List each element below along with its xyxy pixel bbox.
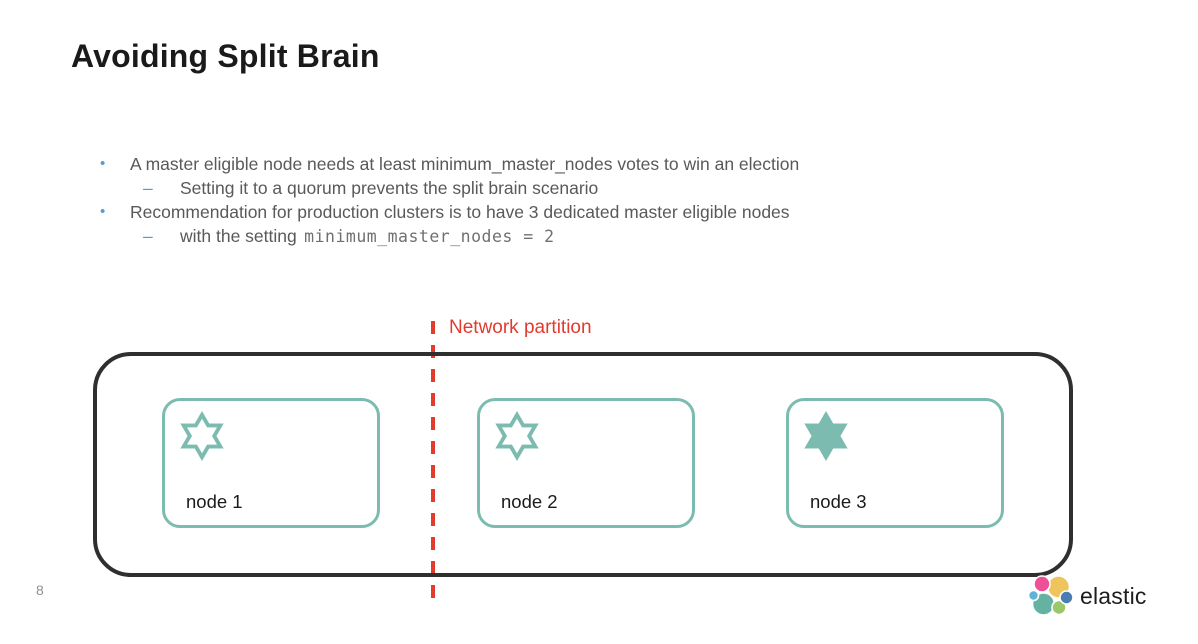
node-label: node 1 — [186, 491, 243, 512]
node-box-2: node 2 — [477, 398, 695, 528]
network-partition-label: Network partition — [449, 317, 592, 338]
bullet-text: A master eligible node needs at least mi… — [130, 154, 800, 174]
dash-icon: – — [143, 226, 153, 246]
master-star-icon — [804, 411, 848, 461]
elastic-logo-icon — [1028, 575, 1074, 616]
dash-icon: – — [143, 178, 153, 198]
node-label: node 3 — [810, 491, 867, 512]
sub-bullet-text: Setting it to a quorum prevents the spli… — [180, 178, 599, 198]
bullet-text: Recommendation for production clusters i… — [130, 202, 790, 222]
sub-bullet-text: with the setting — [180, 226, 297, 246]
slide-title: Avoiding Split Brain — [71, 38, 380, 74]
bullet-icon: • — [100, 203, 106, 220]
elastic-logo: elastic — [1028, 575, 1147, 617]
master-star-icon — [180, 411, 224, 461]
sub-bullet-item: – Setting it to a quorum prevents the sp… — [100, 176, 960, 200]
bullet-item: • A master eligible node needs at least … — [100, 152, 960, 176]
node-label: node 2 — [501, 491, 558, 512]
node-box-3: node 3 — [786, 398, 1004, 528]
bullet-icon: • — [100, 155, 106, 172]
bullet-item: • Recommendation for production clusters… — [100, 200, 960, 224]
page-number: 8 — [36, 582, 44, 598]
master-star-icon — [495, 411, 539, 461]
network-partition-line — [431, 321, 435, 608]
bullet-list: • A master eligible node needs at least … — [100, 152, 960, 249]
node-box-1: node 1 — [162, 398, 380, 528]
elastic-logo-text: elastic — [1080, 582, 1147, 609]
sub-bullet-item: – with the setting minimum_master_nodes =… — [100, 224, 960, 249]
inline-code: minimum_master_nodes = 2 — [304, 227, 555, 246]
cluster-boundary: node 1 node 2 node 3 — [93, 352, 1073, 577]
